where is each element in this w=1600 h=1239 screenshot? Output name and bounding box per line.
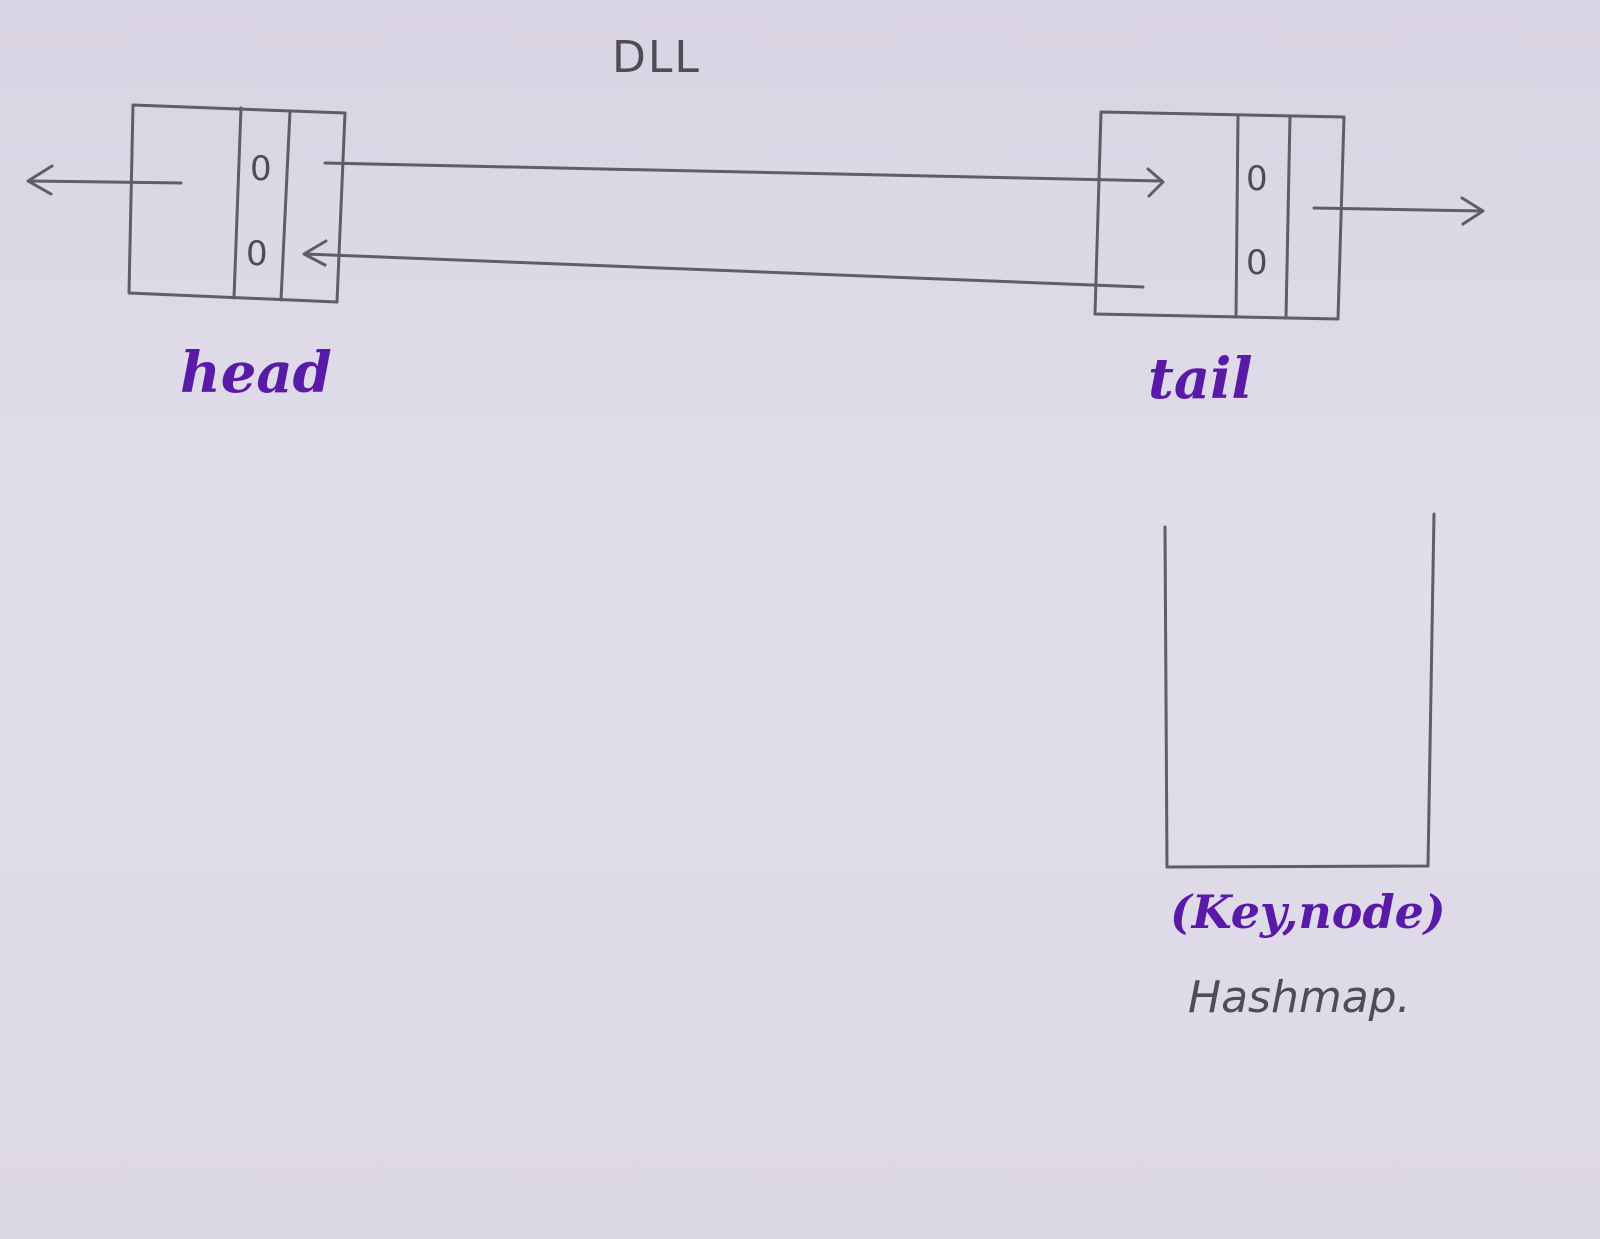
tail-next-arrow	[1312, 196, 1485, 226]
head-label: head	[180, 340, 332, 406]
head-node-bottom-value: 0	[246, 234, 268, 274]
head-node-divider-right	[279, 109, 292, 302]
tail-node-top-value: 0	[1246, 159, 1268, 199]
tail-node-outline	[1093, 110, 1346, 321]
tail-node: 0 0	[1093, 110, 1346, 321]
tail-label: tail	[1148, 346, 1253, 412]
head-to-tail-arrow	[323, 161, 1165, 198]
head-node: 0 0	[127, 103, 347, 304]
head-node-top-value: 0	[250, 149, 272, 189]
hashmap-name: Hashmap.	[1188, 972, 1411, 1023]
hashmap-container	[1163, 512, 1436, 869]
tail-node-divider-right	[1284, 114, 1292, 320]
head-node-divider-left	[232, 106, 243, 300]
head-prev-arrow	[26, 164, 183, 196]
hashmap-entry-label: (Key,node)	[1170, 885, 1446, 939]
tail-node-bottom-value: 0	[1246, 243, 1268, 283]
tail-node-divider-left	[1234, 113, 1240, 319]
diagram-title: DLL	[612, 32, 701, 83]
tail-to-head-arrow	[302, 239, 1145, 289]
head-node-outline	[127, 103, 347, 304]
